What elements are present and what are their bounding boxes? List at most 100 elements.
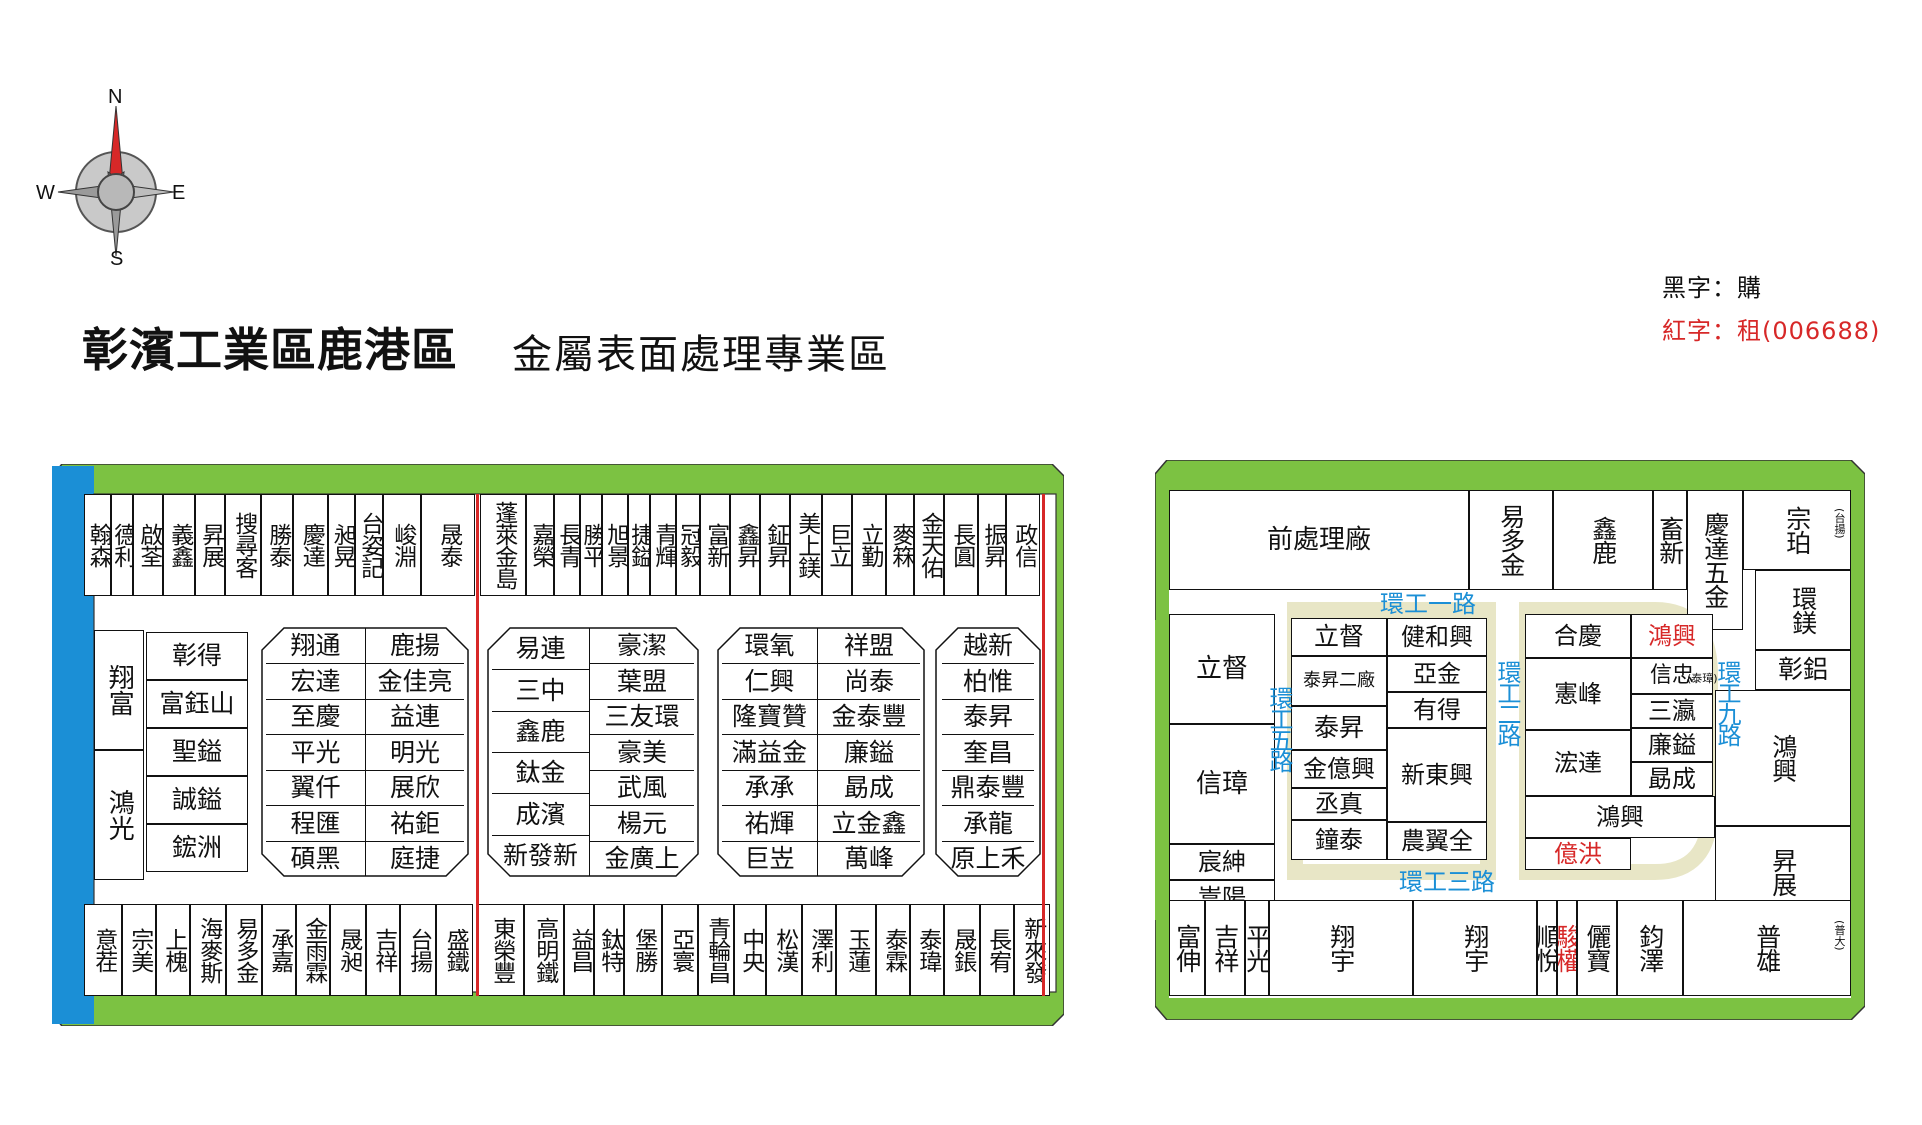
lot-right-i10[interactable]: 億洪 [1525,838,1631,870]
lot-bottom-4[interactable]: 易多金 [226,904,262,996]
lot-block2-a1[interactable]: 仁興 [722,663,818,699]
lot-top-17[interactable]: 捷鎰 [628,494,650,596]
lot-block2-b2[interactable]: 金泰豐 [818,698,920,734]
lot-block0-b3[interactable]: 明光 [366,734,464,769]
lot-right-pre[interactable]: 前處理廠 [1169,490,1469,590]
lot-bottom-19[interactable]: 松漢 [766,904,802,996]
lot-far-2[interactable]: 鴻光 [94,750,144,880]
lot-right-i9[interactable]: 鴻興 [1525,796,1715,838]
lot-right-b7[interactable]: 駿權 [1557,900,1577,996]
lot-right-c5[interactable]: 宗珀 [1743,490,1851,570]
lot-right-n1[interactable]: 健和興 [1387,618,1487,656]
lot-top-9[interactable]: 台姿記 [355,494,383,596]
lot-bottom-22[interactable]: 泰霖 [876,904,910,996]
lot-bottom-20[interactable]: 澤利 [802,904,836,996]
lot-right-c2[interactable]: 鑫鹿 [1553,490,1653,590]
lot-right-m1[interactable]: 立督 [1291,618,1387,656]
lot-right-m3[interactable]: 泰昇 [1291,706,1387,750]
lot-top-30[interactable]: 政信 [1006,494,1040,596]
lot-block2-a3[interactable]: 滿益金 [722,734,818,770]
lot-block0-a2[interactable]: 至慶 [266,698,366,735]
lot-block1-a1[interactable]: 三中 [492,669,590,711]
lot-bottom-18[interactable]: 中央 [734,904,766,996]
lot-right-i6[interactable]: 浤達 [1525,730,1631,796]
lot-block0-a6[interactable]: 碩黑 [266,840,366,876]
lot-right-b10[interactable]: 普雄 [1683,900,1851,996]
lot-top-16[interactable]: 旭景 [602,494,628,596]
lot-block1-b5[interactable]: 楊元 [590,805,694,840]
lot-top-28[interactable]: 長圓 [944,494,978,596]
lot-block2-a5[interactable]: 祐輝 [722,805,818,841]
lot-bottom-7[interactable]: 晟昶 [330,904,366,996]
lot-top-23[interactable]: 美上鎂 [790,494,822,596]
lot-right-c6[interactable]: 環鎂 [1755,570,1851,650]
lot-block1-b6[interactable]: 金廣上 [590,840,694,876]
lot-leftcol-2[interactable]: 聖鎰 [146,728,248,776]
lot-block1-a3[interactable]: 鈦金 [492,752,590,794]
lot-top-10[interactable]: 峻淵 [383,494,421,596]
lot-right-b9[interactable]: 鈞澤 [1617,900,1683,996]
lot-right-i2[interactable]: 鴻興 [1631,614,1713,658]
lot-block0-b5[interactable]: 祐鉅 [366,805,464,840]
lot-right-l3[interactable]: 宸紳 [1169,844,1275,880]
lot-bottom-8[interactable]: 吉祥 [366,904,400,996]
lot-bottom-12[interactable]: 高明鐵 [524,904,564,996]
lot-right-c4[interactable]: 慶達五金 [1687,490,1743,630]
lot-right-b8[interactable]: 儷寶 [1577,900,1617,996]
lot-block2-a6[interactable]: 巨岦 [722,840,818,876]
lot-leftcol-4[interactable]: 鋐洲 [146,824,248,872]
lot-right-l2[interactable]: 信璋 [1169,724,1275,844]
lot-bottom-1[interactable]: 宗美 [122,904,156,996]
lot-block0-b2[interactable]: 益連 [366,698,464,734]
lot-top-4[interactable]: 昇展 [195,494,225,596]
lot-top-29[interactable]: 振昇 [978,494,1006,596]
lot-block2-b3[interactable]: 廉鎰 [818,734,920,769]
lot-right-i7[interactable]: 廉鎰 [1631,728,1713,762]
lot-bottom-25[interactable]: 長宥 [980,904,1014,996]
lot-bottom-24[interactable]: 晟鋹 [944,904,980,996]
lot-block1-b4[interactable]: 武風 [590,769,694,805]
lot-right-b5[interactable]: 翔宇 [1413,900,1537,996]
lot-right-c7[interactable]: 彰鋁 [1755,650,1851,690]
lot-top-22[interactable]: 鉦昇 [760,494,790,596]
lot-block0-a0[interactable]: 翔通 [266,628,366,664]
lot-bottom-2[interactable]: 上槐 [156,904,190,996]
lot-block3-4[interactable]: 鼎泰豐 [942,769,1034,805]
lot-bottom-10[interactable]: 盛鐵 [436,904,473,996]
lot-right-n2[interactable]: 亞金 [1387,656,1487,692]
lot-right-c3[interactable]: 畜新 [1653,490,1687,590]
lot-block3-3[interactable]: 奎昌 [942,734,1034,769]
lot-right-n5[interactable]: 農翼全 [1387,822,1487,860]
lot-right-n3[interactable]: 有得 [1387,692,1487,728]
lot-block1-b3[interactable]: 豪美 [590,734,694,769]
lot-block2-b4[interactable]: 勗成 [818,769,920,805]
lot-block3-6[interactable]: 原上禾 [942,840,1034,876]
lot-bottom-15[interactable]: 堡勝 [624,904,662,996]
lot-top-12[interactable]: 蓬萊金島 [480,494,526,596]
lot-top-27[interactable]: 金天佑 [914,494,944,596]
lot-top-20[interactable]: 富新 [700,494,730,596]
lot-block2-b5[interactable]: 立金鑫 [818,805,920,840]
lot-bottom-0[interactable]: 意茬 [84,904,122,996]
lot-top-14[interactable]: 長青 [554,494,580,596]
lot-top-24[interactable]: 巨立 [822,494,852,596]
lot-block0-a3[interactable]: 平光 [266,734,366,770]
lot-leftcol-0[interactable]: 彰得 [146,632,248,680]
lot-block0-b0[interactable]: 鹿揚 [389,630,440,660]
lot-top-26[interactable]: 麥箖 [886,494,914,596]
lot-right-m6[interactable]: 鐘泰 [1291,820,1387,860]
lot-block0-a4[interactable]: 翼仟 [266,769,366,806]
lot-top-8[interactable]: 昶晃 [328,494,355,596]
lot-block2-a2[interactable]: 隆寶贊 [722,698,818,735]
lot-top-25[interactable]: 立勤 [852,494,886,596]
lot-block2-b6[interactable]: 萬峰 [818,840,920,876]
lot-far-1[interactable]: 翔富 [94,630,144,750]
lot-top-13[interactable]: 嘉榮 [526,494,554,596]
lot-block3-2[interactable]: 泰昇 [942,698,1034,734]
lot-block2-b0[interactable]: 祥盟 [843,630,894,660]
lot-top-3[interactable]: 義鑫 [163,494,195,596]
lot-right-b6[interactable]: 順悅 [1537,900,1557,996]
lot-block2-a0[interactable]: 環氧 [722,628,818,664]
lot-block1-b2[interactable]: 三友環 [590,698,694,734]
lot-block3-1[interactable]: 柏惟 [942,663,1034,698]
